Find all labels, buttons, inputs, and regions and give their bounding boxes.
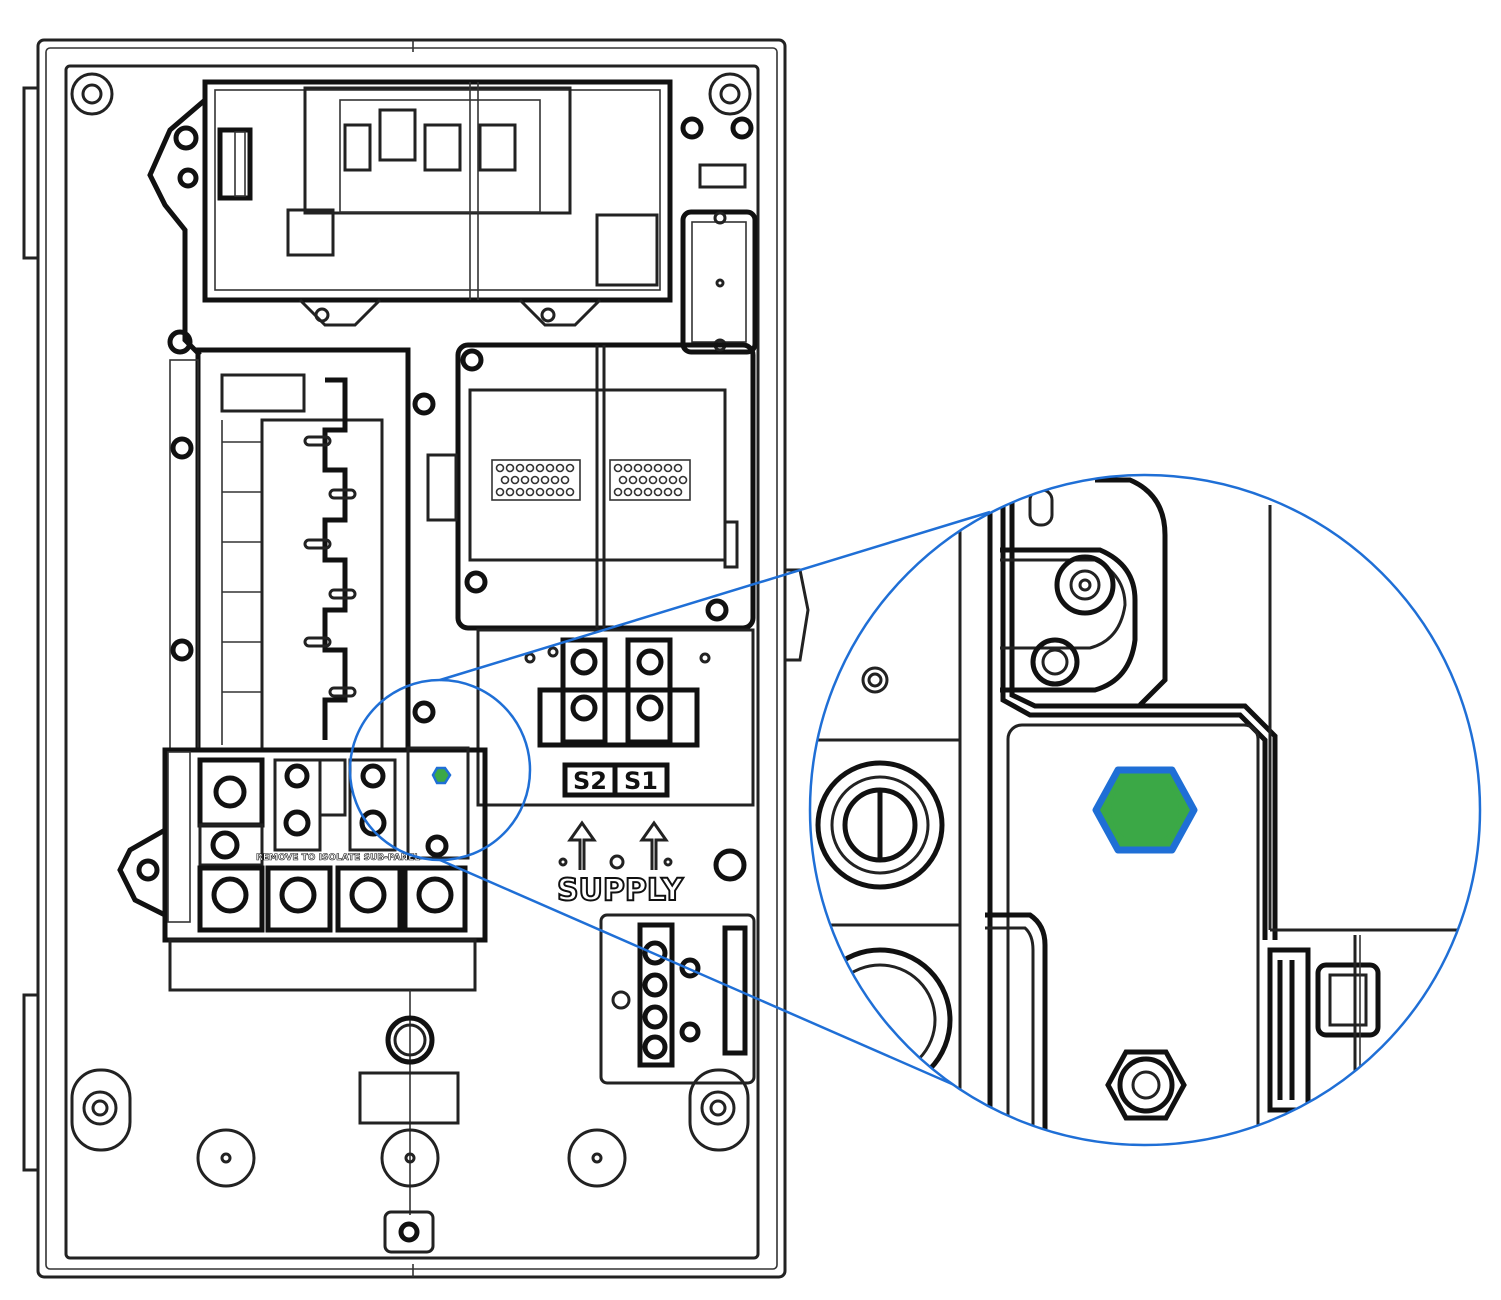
supply-lugs: S2 S1	[476, 628, 755, 807]
knockouts	[196, 990, 627, 1254]
isolate-note: REMOVE TO ISOLATE SUB-PANEL	[256, 853, 420, 863]
hinge-bottom	[22, 993, 40, 1172]
up-arrow-icon	[639, 820, 669, 870]
rj45-port-2	[478, 123, 517, 172]
vent-grille-right	[609, 459, 691, 501]
ground-bar	[599, 913, 756, 1085]
control-module	[147, 79, 754, 357]
callout-line-bottom	[439, 858, 1001, 1107]
callout	[348, 473, 1482, 1147]
callout-line-top	[439, 510, 991, 682]
s1-label-box	[612, 762, 670, 798]
breaker-panel	[169, 347, 436, 753]
rj45-port-1	[423, 123, 462, 172]
enclosure	[22, 38, 810, 1279]
s1-label: S1	[624, 767, 658, 795]
zoom-detail	[810, 477, 1480, 1145]
ground-symbol-icon	[611, 990, 631, 1010]
meter-housing	[426, 342, 756, 631]
up-arrow-icon	[567, 820, 597, 870]
hex-bolt-icon	[431, 766, 452, 785]
relay-module	[680, 209, 758, 355]
vent-grille-left	[491, 459, 581, 501]
supply-marking: SUPPLY	[556, 820, 747, 909]
hinge-top	[22, 86, 40, 260]
supply-label: SUPPLY	[557, 873, 684, 908]
main-lug-block: REMOVE TO ISOLATE SUB-PANEL	[117, 746, 488, 992]
callout-zoom-circle	[808, 473, 1482, 1147]
connector-block	[217, 127, 253, 201]
s2-label: S2	[573, 767, 607, 795]
mounting-holes	[70, 72, 752, 1152]
door-latch	[783, 568, 810, 662]
